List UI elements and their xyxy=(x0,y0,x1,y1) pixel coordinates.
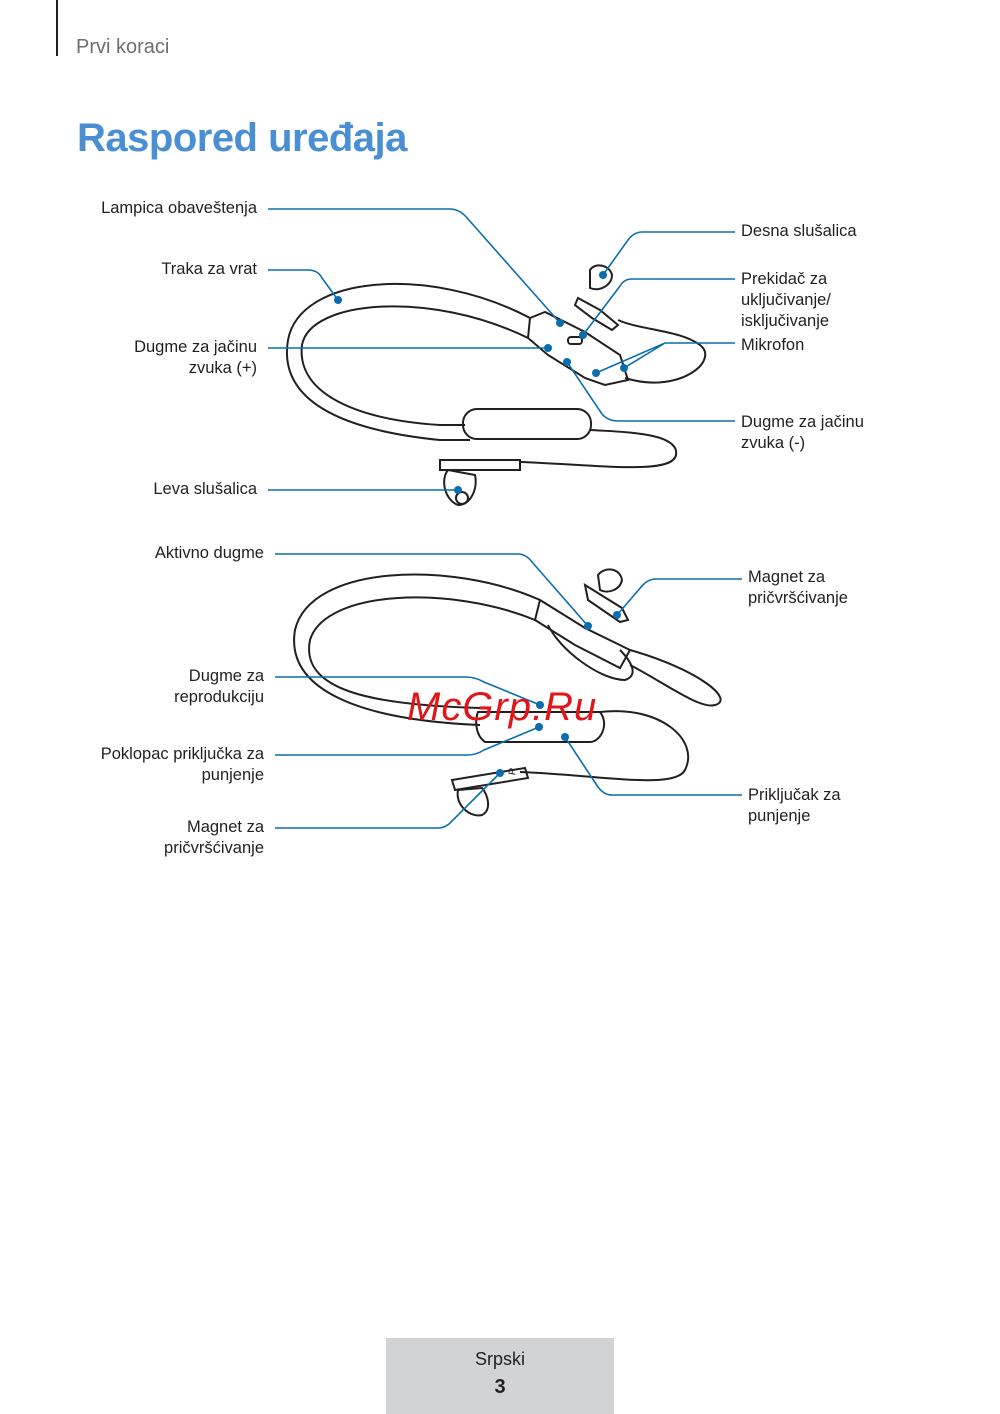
label-charging-port: Priključak za punjenje xyxy=(748,786,841,825)
footer-language: Srpski xyxy=(474,1349,525,1369)
label-charging-cover: Poklopac priključka za punjenje xyxy=(100,745,264,784)
watermark: McGrp.Ru xyxy=(407,685,598,729)
label-power-switch: Prekidač za uključivanje/ isključivanje xyxy=(741,270,831,330)
label-volume-down: Dugme za jačinu zvuka (-) xyxy=(741,413,864,452)
header-rule xyxy=(56,0,58,56)
page-number: 3 xyxy=(494,1376,506,1398)
earbud-r-mark: R xyxy=(507,767,519,776)
label-magnet-right: Magnet za pričvršćivanje xyxy=(748,568,848,607)
label-right-earbud: Desna slušalica xyxy=(741,222,857,240)
leader-dots xyxy=(334,271,628,777)
page-footer: Srpski 3 xyxy=(386,1338,614,1414)
label-neckband: Traka za vrat xyxy=(161,260,257,278)
label-left-earbud: Leva slušalica xyxy=(153,480,257,498)
page-title: Raspored uređaja xyxy=(77,116,407,160)
label-active-button: Aktivno dugme xyxy=(154,544,264,562)
label-volume-up: Dugme za jačinu zvuka (+) xyxy=(134,338,257,377)
top-neckband-drawing xyxy=(285,264,707,507)
label-play-button: Dugme za reprodukciju xyxy=(174,667,264,706)
label-notification-light: Lampica obaveštenja xyxy=(101,199,257,217)
label-microphone: Mikrofon xyxy=(741,336,805,354)
label-magnet-left: Magnet za pričvršćivanje xyxy=(164,818,264,857)
section-header: Prvi koraci xyxy=(76,36,170,58)
leader-lines xyxy=(268,208,742,829)
